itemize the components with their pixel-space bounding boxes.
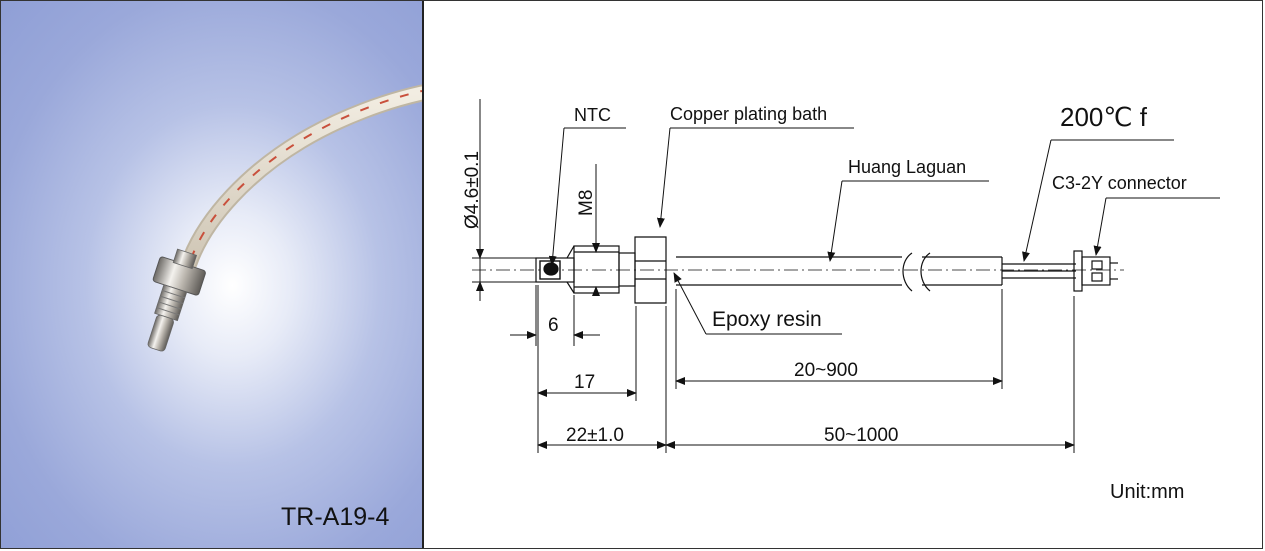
thread-label: M8 [576, 190, 597, 216]
copper-plating-bath-label: Copper plating bath [670, 104, 827, 124]
braided-cable-highlight [182, 86, 422, 270]
braided-cable [180, 84, 422, 272]
tip-length-label: 6 [548, 315, 559, 336]
technical-drawing: Ø4.6±0.1 M8 6 17 22±1.0 50~1000 20~900 [462, 99, 1220, 503]
threaded-body [573, 245, 620, 294]
cable-sleeve [172, 248, 198, 270]
epoxy-resin-label: Epoxy resin [712, 308, 822, 331]
connector-body [1081, 256, 1111, 286]
body-length-label: 17 [574, 372, 595, 393]
connector-label: C3-2Y connector [1052, 173, 1187, 193]
total-head-length-label: 22±1.0 [566, 425, 624, 446]
total-cable-length-label: 50~1000 [824, 425, 899, 446]
sensor-photo [147, 84, 422, 352]
huang-laguan-label: Huang Laguan [848, 157, 966, 177]
cable-length-label: 20~900 [794, 360, 858, 381]
hex-flange [634, 236, 667, 304]
cable-red-tracer [190, 90, 422, 260]
product-photo-panel: TR-A19-4 [1, 1, 422, 548]
panel-divider [422, 1, 424, 548]
ntc-bead [543, 262, 559, 276]
unit-label: Unit:mm [1110, 481, 1184, 503]
body-neck [618, 252, 636, 287]
model-label: TR-A19-4 [281, 503, 390, 531]
probe-tip [147, 314, 174, 352]
temperature-label: 200℃ f [1060, 102, 1148, 132]
ntc-label: NTC [574, 105, 611, 125]
probe-diameter-label: Ø4.6±0.1 [462, 151, 483, 229]
cable-break-1 [902, 252, 913, 292]
cable-break-2 [920, 252, 931, 292]
